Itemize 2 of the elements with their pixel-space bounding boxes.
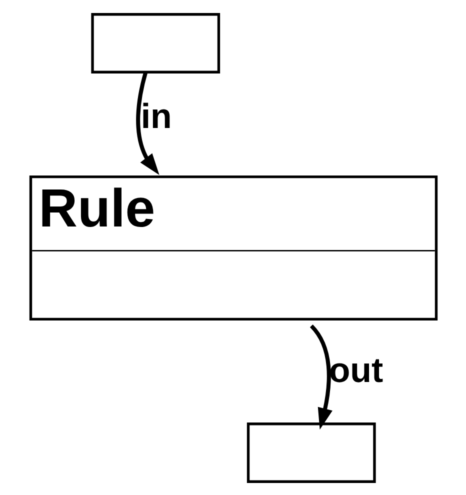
edge-label: in: [140, 96, 172, 136]
edge-label: out: [328, 350, 383, 390]
